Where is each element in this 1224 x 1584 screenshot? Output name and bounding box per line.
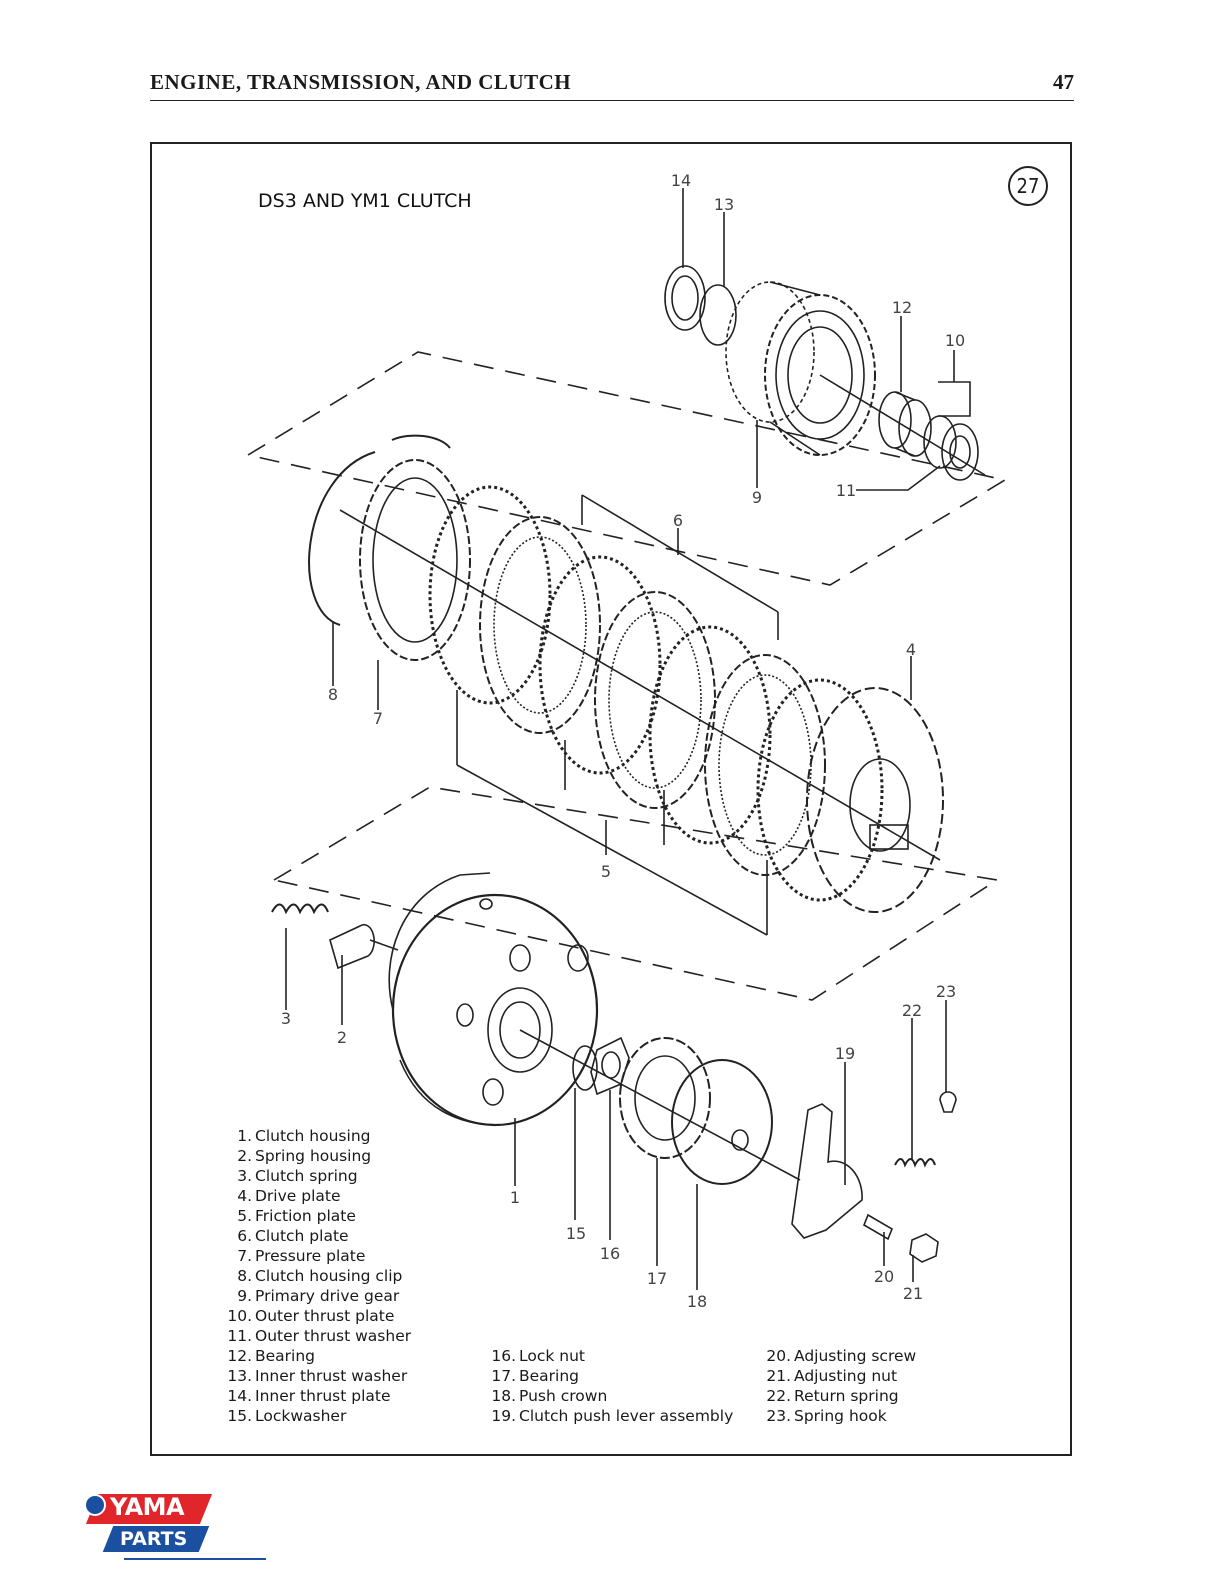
assembly-boundary-upper bbox=[247, 351, 1008, 586]
legend-item: 7.Pressure plate bbox=[237, 1247, 366, 1265]
callout-12: 12 bbox=[892, 298, 912, 317]
callout-11: 11 bbox=[836, 481, 856, 500]
callout-14: 14 bbox=[671, 171, 691, 190]
callout-8: 8 bbox=[328, 685, 338, 704]
callout-10: 10 bbox=[945, 331, 965, 350]
parts-legend-column-3: 20.Adjusting screw 21.Adjusting nut 22.R… bbox=[763, 1346, 916, 1426]
logo-text-bottom: PARTS bbox=[120, 1528, 188, 1550]
legend-item: 13.Inner thrust washer bbox=[227, 1367, 408, 1385]
callout-9: 9 bbox=[752, 488, 762, 507]
callout-19: 19 bbox=[835, 1044, 855, 1063]
primary-drive-gear-part bbox=[725, 281, 876, 456]
clutch-plate-stack bbox=[359, 459, 944, 913]
callout-23: 23 bbox=[936, 982, 956, 1001]
callout-1: 1 bbox=[510, 1188, 520, 1207]
legend-item: 6.Clutch plate bbox=[237, 1227, 349, 1245]
figure-title: DS3 AND YM1 CLUTCH bbox=[258, 190, 472, 212]
clutch-housing-clip-part bbox=[308, 434, 451, 626]
legend-item: 10.Outer thrust plate bbox=[227, 1307, 395, 1325]
push-crown-part bbox=[671, 1059, 773, 1185]
callout-7: 7 bbox=[373, 709, 383, 728]
legend-item: 20.Adjusting screw bbox=[766, 1347, 917, 1365]
lockwasher-part bbox=[572, 1045, 598, 1091]
page-number: 47 bbox=[1053, 70, 1074, 94]
legend-item: 23.Spring hook bbox=[766, 1407, 887, 1425]
callout-16: 16 bbox=[600, 1244, 620, 1263]
legend-item: 2.Spring housing bbox=[237, 1147, 372, 1165]
callout-17: 17 bbox=[647, 1269, 667, 1288]
logo-underline bbox=[124, 1558, 266, 1560]
spring-hook-part bbox=[939, 1091, 957, 1113]
adjusting-nut-part bbox=[909, 1233, 939, 1263]
callout-5: 5 bbox=[601, 862, 611, 881]
callout-15: 15 bbox=[566, 1224, 586, 1243]
inner-thrust-plate-part bbox=[664, 265, 706, 331]
figure-number-badge: 27 bbox=[1008, 166, 1048, 206]
logo-text-top: YAMA bbox=[110, 1493, 185, 1521]
legend-item: 22.Return spring bbox=[766, 1387, 899, 1405]
legend-item: 3.Clutch spring bbox=[237, 1167, 358, 1185]
legend-item: 16.Lock nut bbox=[491, 1347, 585, 1365]
legend-item: 1.Clutch housing bbox=[237, 1127, 371, 1145]
legend-item: 4.Drive plate bbox=[237, 1187, 341, 1205]
inner-thrust-washer-part bbox=[699, 284, 737, 346]
callout-22: 22 bbox=[902, 1001, 922, 1020]
callout-21: 21 bbox=[903, 1284, 923, 1303]
spring-housing-part bbox=[329, 923, 375, 970]
parts-legend-column-1: 1.Clutch housing 2.Spring housing 3.Clut… bbox=[224, 1126, 411, 1426]
clutch-housing-part bbox=[388, 872, 599, 1127]
clutch-spring-part bbox=[271, 903, 329, 915]
callout-3: 3 bbox=[281, 1009, 291, 1028]
callout-4: 4 bbox=[906, 640, 916, 659]
legend-item: 21.Adjusting nut bbox=[766, 1367, 898, 1385]
bearing-17-part bbox=[619, 1037, 711, 1159]
callout-18: 18 bbox=[687, 1292, 707, 1311]
parts-legend-column-2: 16.Lock nut 17.Bearing 18.Push crown 19.… bbox=[488, 1346, 733, 1426]
callout-20: 20 bbox=[874, 1267, 894, 1286]
legend-item: 5.Friction plate bbox=[237, 1207, 356, 1225]
figure-frame bbox=[150, 142, 1072, 1456]
legend-item: 19.Clutch push lever assembly bbox=[491, 1407, 734, 1425]
running-title: ENGINE, TRANSMISSION, AND CLUTCH bbox=[150, 70, 572, 94]
clutch-push-lever-part bbox=[791, 1103, 863, 1239]
return-spring-part bbox=[894, 1158, 936, 1168]
legend-item: 15.Lockwasher bbox=[227, 1407, 347, 1425]
callout-2: 2 bbox=[337, 1028, 347, 1047]
legend-item: 9.Primary drive gear bbox=[237, 1287, 400, 1305]
outer-thrust-plate-part bbox=[941, 423, 979, 481]
legend-item: 17.Bearing bbox=[491, 1367, 580, 1385]
adjusting-screw-part bbox=[863, 1213, 893, 1241]
callout-13: 13 bbox=[714, 195, 734, 214]
legend-item: 12.Bearing bbox=[227, 1347, 316, 1365]
bearing-12-part bbox=[878, 391, 932, 457]
legend-item: 8.Clutch housing clip bbox=[237, 1267, 403, 1285]
legend-item: 11.Outer thrust washer bbox=[227, 1327, 412, 1345]
legend-item: 18.Push crown bbox=[491, 1387, 608, 1405]
tuning-fork-emblem-icon bbox=[84, 1494, 106, 1516]
yama-parts-logo: YAMA PARTS bbox=[84, 1490, 274, 1562]
running-head: ENGINE, TRANSMISSION, AND CLUTCH 47 bbox=[150, 70, 1074, 101]
assembly-boundary-lower bbox=[273, 786, 1000, 1001]
legend-item: 14.Inner thrust plate bbox=[227, 1387, 391, 1405]
callout-6: 6 bbox=[673, 511, 683, 530]
